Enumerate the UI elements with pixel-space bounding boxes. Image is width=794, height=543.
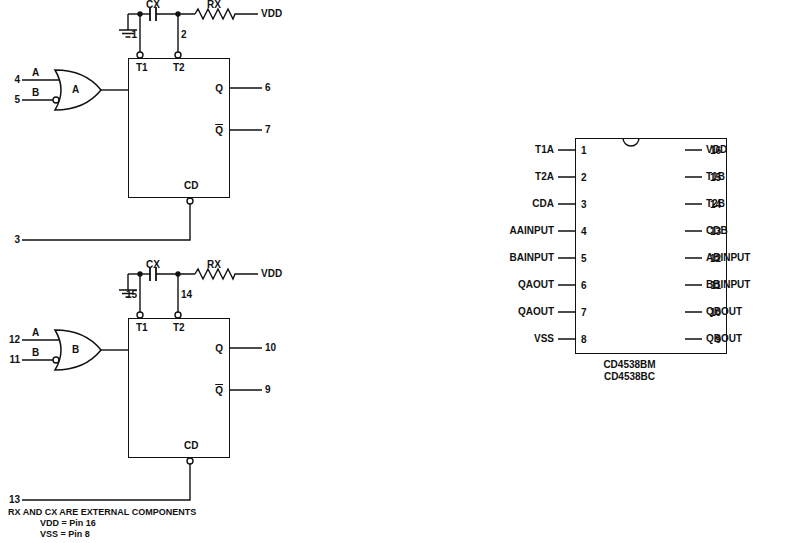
supply-label: VDD: [261, 269, 282, 279]
terminal-name: Q: [215, 386, 223, 396]
component-label: RX: [207, 260, 221, 270]
gate-output-wire: [101, 89, 128, 90]
monostable-block: T1 T2Q Q CD: [128, 318, 230, 458]
gate-name: A: [72, 85, 79, 95]
gate-name: B: [72, 345, 79, 355]
pin-number: 1: [581, 146, 587, 156]
pin-stub: [558, 176, 702, 177]
pin-number: 5: [14, 95, 20, 105]
input-name: B: [32, 88, 39, 98]
note: VSS = Pin 8: [40, 530, 90, 539]
pin-number: 1: [131, 30, 137, 40]
component-label: CX: [146, 260, 160, 270]
pin-name: BBINPUT: [706, 280, 750, 290]
pin-number: 7: [265, 125, 271, 135]
note: VDD = Pin 16: [40, 519, 96, 528]
pin-number: 7: [581, 308, 587, 318]
pin-stub: [558, 230, 702, 231]
monostable-block: T1 T2Q Q CD: [128, 58, 230, 198]
gate-output-wire: [101, 349, 128, 350]
terminal-name: T2: [173, 323, 185, 333]
junction-dot: [138, 12, 142, 16]
pin-number: 9: [265, 385, 271, 395]
pin-name: T2B: [706, 199, 725, 209]
pin-name: AAINPUT: [510, 226, 554, 236]
pin-number: 10: [265, 343, 276, 353]
terminal-name: T2: [173, 63, 185, 73]
pin-stub: [558, 284, 702, 285]
monostable-wiring: [22, 267, 262, 500]
input-name: B: [32, 348, 39, 358]
pin-stub: [558, 203, 702, 204]
pin-name: T1A: [535, 145, 554, 155]
pin-number: 3: [581, 200, 587, 210]
pin-name: CDB: [706, 226, 728, 236]
pin-number: 3: [14, 235, 20, 245]
pin-number: 4: [14, 75, 20, 85]
note: RX AND CX ARE EXTERNAL COMPONENTS: [8, 508, 196, 517]
pin-number: 2: [181, 30, 187, 40]
pin-number: 14: [181, 290, 192, 300]
or-gate: B: [55, 330, 101, 370]
component-label: RX: [207, 0, 221, 10]
pin-name: QAOUT: [518, 280, 554, 290]
pin-name: BAINPUT: [510, 253, 554, 263]
pin-stub: [558, 149, 702, 150]
pin-name: QBOUT: [706, 307, 742, 317]
pin-name: T1B: [706, 172, 725, 182]
terminal-name: CD: [184, 441, 198, 451]
pin-number: 12: [9, 335, 20, 345]
input-name: A: [32, 328, 39, 338]
package-notch: [576, 139, 686, 355]
pin-number: 4: [581, 227, 587, 237]
supply-label: VDD: [261, 9, 282, 19]
pin-name: QAOUT: [518, 307, 554, 317]
pin-stub: [558, 257, 702, 258]
terminal-name: Q: [215, 344, 223, 354]
part-number: CD4538BM CD4538BC: [598, 359, 662, 382]
pin-name: ABINPUT: [706, 253, 750, 263]
terminal-name: T1: [136, 63, 148, 73]
pin-name: VDD: [706, 145, 727, 155]
pin-stub: [558, 311, 702, 312]
input-wire: [22, 80, 59, 100]
wire: [140, 14, 178, 52]
pin-number: 13: [9, 495, 20, 505]
pin-number: 11: [9, 355, 20, 365]
pin-stub: [558, 338, 702, 339]
pin-name: CDA: [532, 199, 554, 209]
inversion-bubble: [187, 198, 193, 204]
monostable-wiring: [22, 7, 262, 240]
input-name: A: [32, 68, 39, 78]
reset-wire: [22, 204, 190, 240]
component-label: CX: [146, 0, 160, 10]
pin-number: 15: [126, 290, 137, 300]
resistor-symbol: [195, 9, 258, 19]
junction-dot: [176, 12, 180, 16]
output-wire: [230, 88, 262, 130]
pin-name: VSS: [534, 334, 554, 344]
or-gate: A: [55, 70, 101, 110]
terminal-name: Q: [215, 84, 223, 94]
terminal-name: CD: [184, 181, 198, 191]
pin-name: T2A: [535, 172, 554, 182]
pin-stubs: [558, 150, 702, 339]
pin-number: 5: [581, 254, 587, 264]
terminal-name: T1: [136, 323, 148, 333]
terminal-name: Q: [215, 126, 223, 136]
pin-number: 8: [581, 335, 587, 345]
pin-number: 2: [581, 173, 587, 183]
pin-number: 6: [265, 83, 271, 93]
ic-package: 12345678910111213141516CD4538BM CD4538BC: [575, 138, 727, 354]
pin-name: QBOUT: [706, 334, 742, 344]
pin-number: 6: [581, 281, 587, 291]
